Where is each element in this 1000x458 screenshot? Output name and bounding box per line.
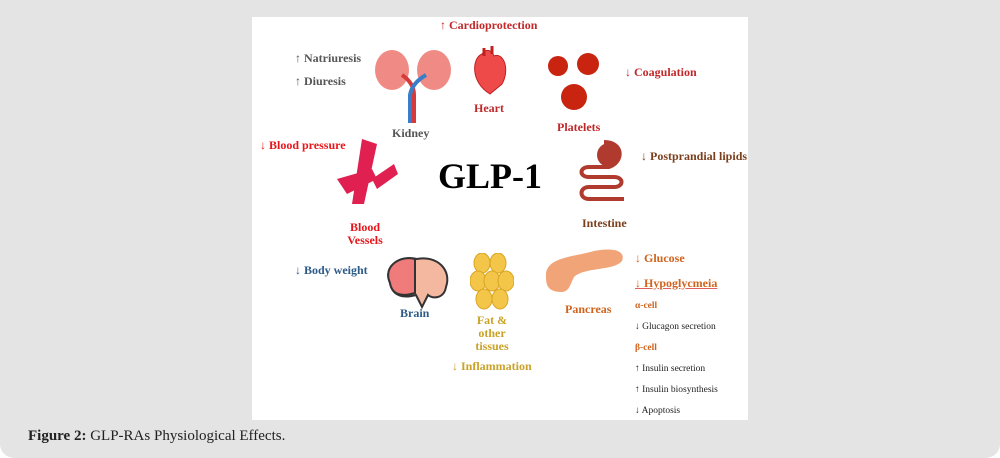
figure-caption: Figure 2: GLP-RAs Physiological Effects. (28, 428, 285, 445)
natriuresis-label: ↑ Natriuresis (295, 51, 362, 65)
postprandial-lipids-label: ↓ Postprandial lipids (641, 149, 748, 163)
apoptosis-label: ↓ Apoptosis (635, 406, 681, 416)
kidney-label: Kidney (392, 126, 430, 140)
intestine-label: Intestine (582, 216, 627, 230)
inflammation-label: ↓ Inflammation (452, 359, 532, 373)
intestine-icon (579, 140, 624, 201)
cardioprotection-label: ↑ Cardioprotection (440, 18, 538, 32)
beta-cell-label: β-cell (635, 343, 657, 353)
blood-vessels-icon (337, 139, 398, 204)
heart-icon (474, 46, 507, 95)
body-weight-label: ↓ Body weight (295, 263, 368, 277)
caption-text: GLP-RAs Physiological Effects. (86, 428, 286, 444)
brain-icon (387, 257, 449, 310)
alpha-cell-label: α-cell (635, 301, 658, 311)
blood-pressure-label: ↓ Blood pressure (260, 138, 346, 152)
glp1-title: GLP-1 (438, 156, 542, 196)
platelets-icon (548, 53, 599, 110)
glucagon-secretion-label: ↓ Glucagon secretion (635, 322, 716, 332)
kidney-icon (375, 50, 451, 123)
fat-cells-icon (470, 253, 514, 310)
glp1-figure: ↑ Cardioprotection ↑ Natriuresis ↑ Diure… (252, 17, 748, 420)
glucose-label: ↓ Glucose (635, 251, 685, 265)
hypoglycemia-text: ↓ Hypoglycmeia (635, 276, 718, 290)
pancreas-label: Pancreas (565, 302, 612, 316)
hypoglycemia-label: ↓ Hypoglycmeia (635, 276, 718, 290)
caption-label: Figure 2: (28, 428, 87, 444)
platelets-label: Platelets (557, 120, 601, 134)
insulin-secretion-label: ↑ Insulin secretion (635, 364, 706, 374)
brain-label: Brain (400, 306, 430, 320)
insulin-biosynthesis-label: ↑ Insulin biosynthesis (635, 385, 718, 395)
pancreas-icon (545, 249, 623, 293)
heart-label: Heart (474, 101, 504, 115)
diuresis-label: ↑ Diuresis (295, 74, 346, 88)
coagulation-label: ↓ Coagulation (625, 65, 697, 79)
